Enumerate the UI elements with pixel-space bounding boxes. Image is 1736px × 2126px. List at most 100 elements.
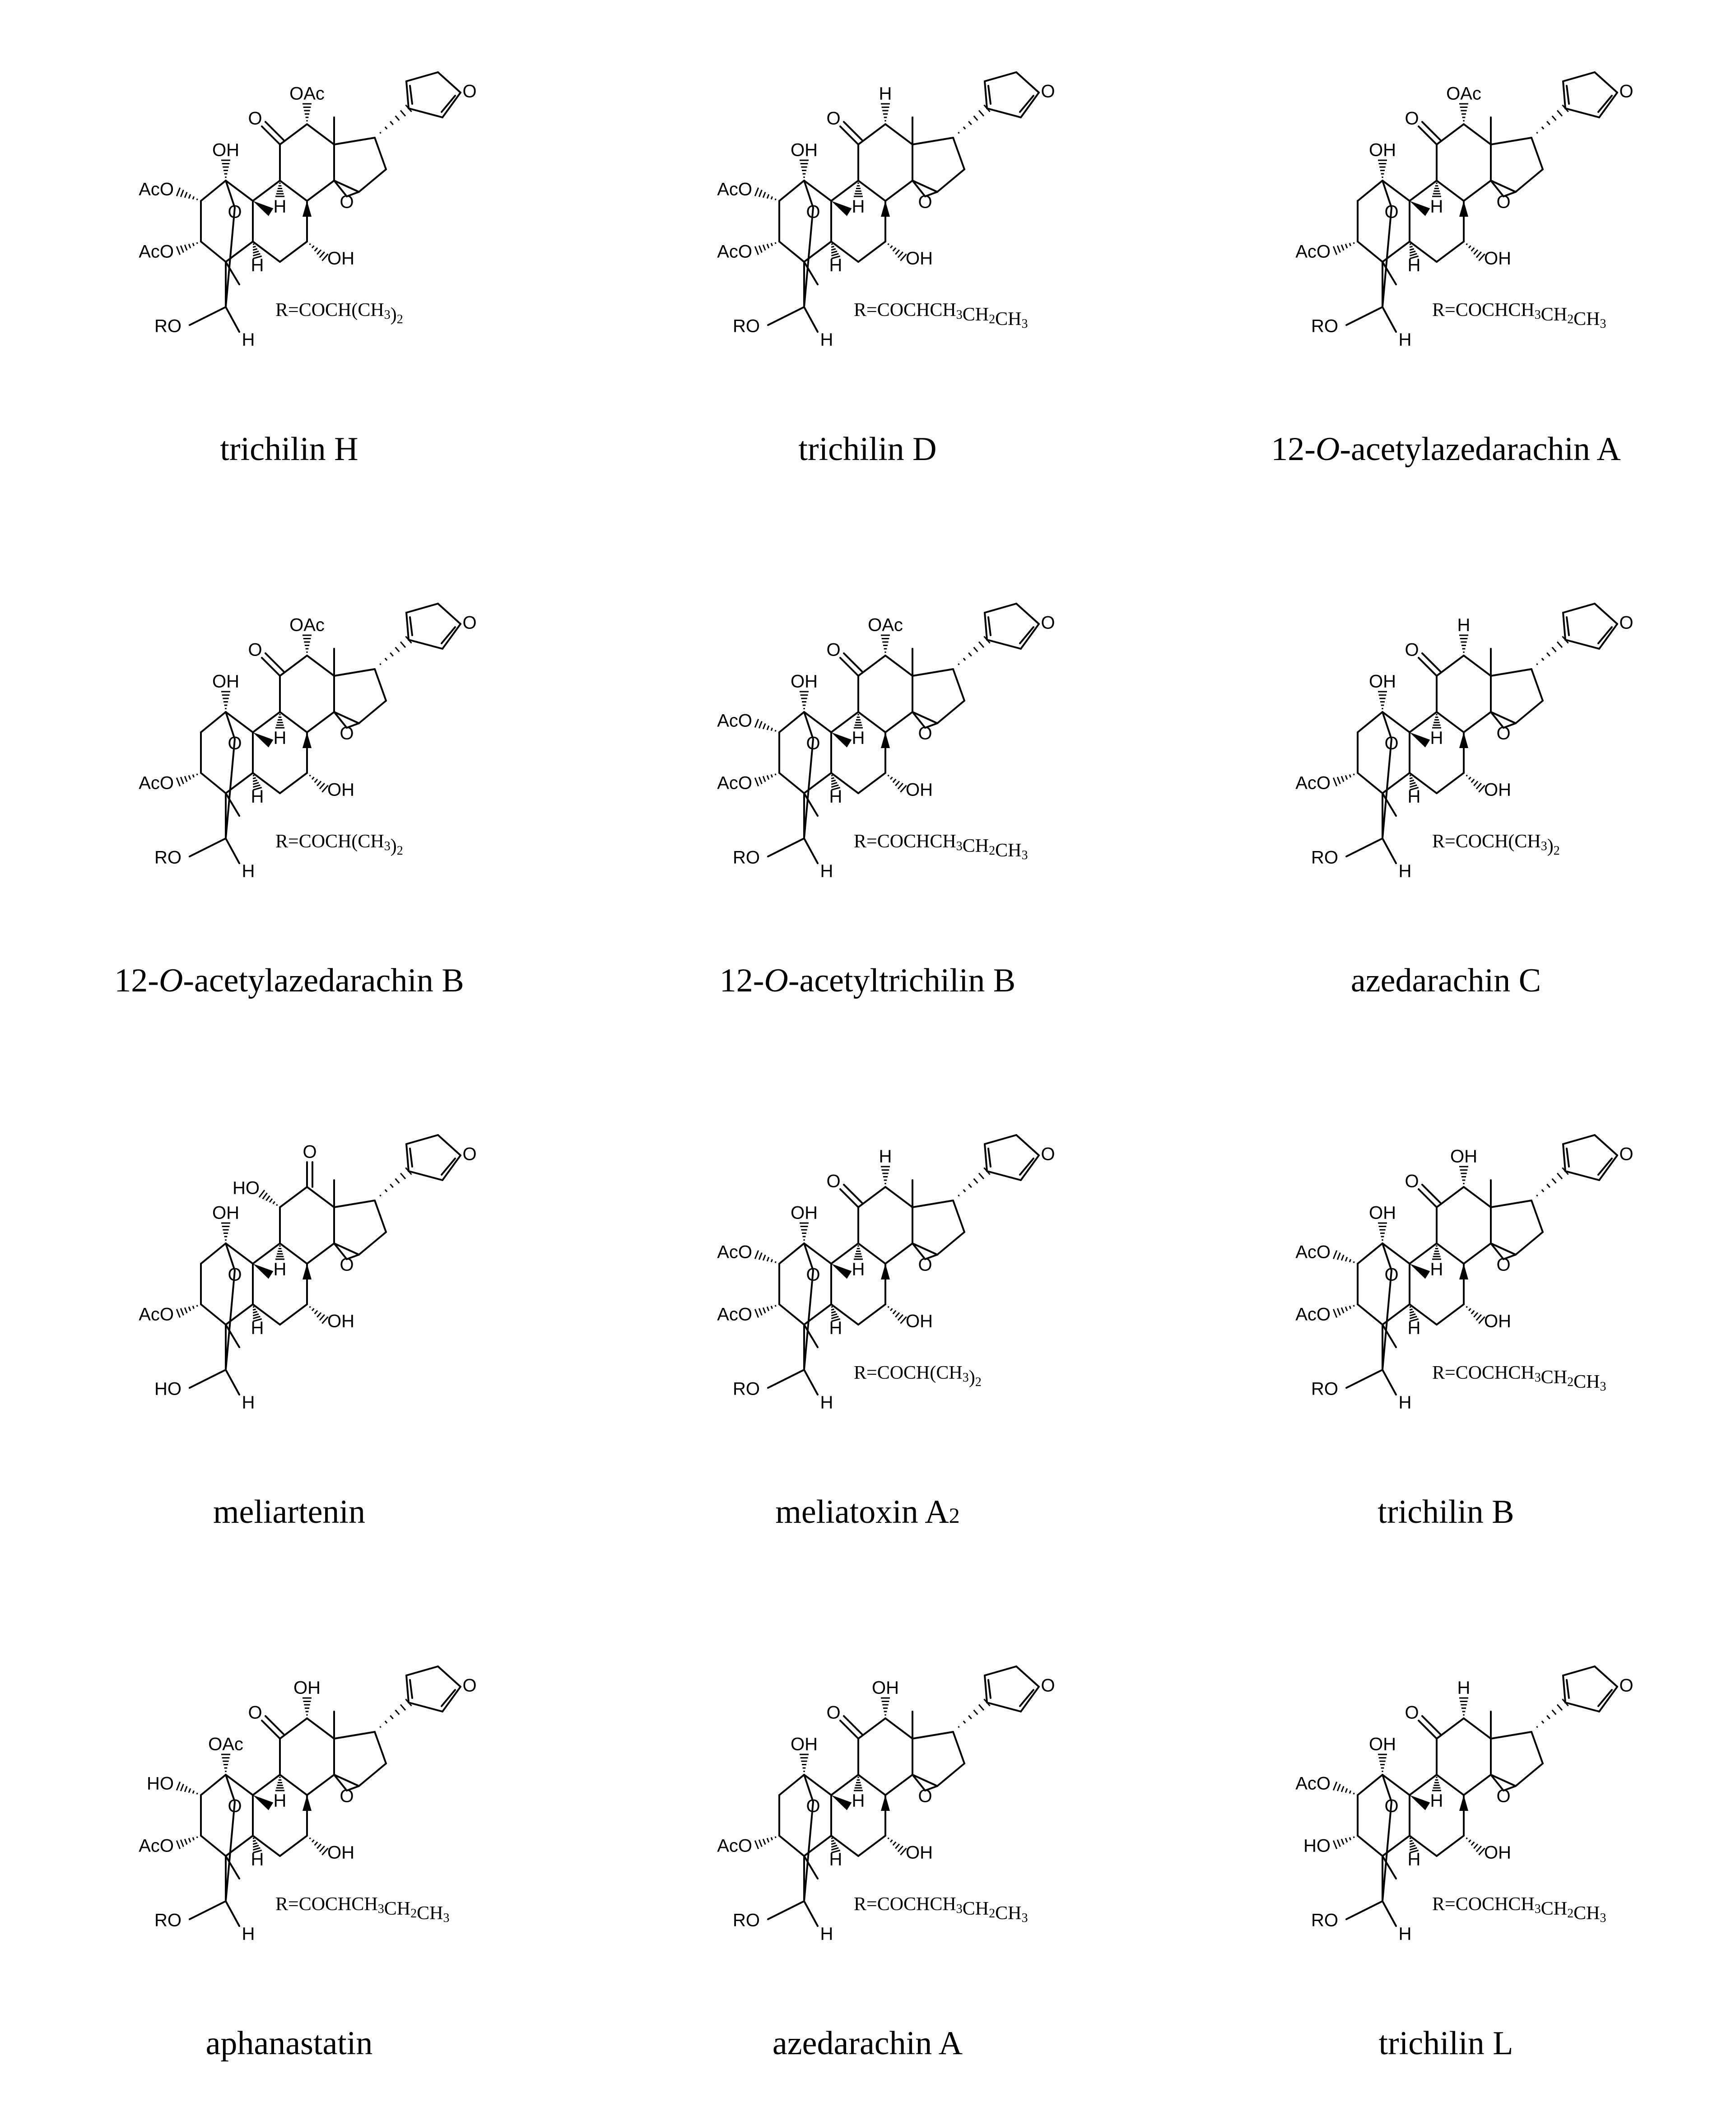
methyl-bond [803, 261, 819, 285]
bond [1409, 1835, 1438, 1857]
c12-hash-bond [881, 1697, 890, 1716]
bond [408, 1702, 443, 1712]
bond [1594, 603, 1618, 625]
bond [986, 107, 1022, 118]
c3-substituent-label: AcO [139, 1836, 174, 1856]
bond [912, 1731, 954, 1740]
h-label: H [251, 787, 264, 807]
bond [279, 180, 308, 202]
bond [830, 1303, 859, 1326]
bond [408, 1170, 443, 1181]
compound-name: azedarachin A [772, 2025, 963, 2062]
bond [1562, 1665, 1596, 1676]
bond [1409, 180, 1438, 202]
bond [857, 711, 886, 733]
bond [1357, 772, 1383, 794]
bond [778, 241, 805, 263]
bond [1436, 772, 1465, 794]
r-group-definition: R=COCH(CH3)2 [854, 1363, 982, 1390]
bond [1382, 711, 1410, 733]
c7-substituent-label: OH [1484, 1312, 1511, 1331]
h-label: H [1430, 1260, 1443, 1279]
c19-substituent-label: RO [733, 1911, 760, 1931]
bond [1382, 837, 1397, 864]
bond [912, 711, 938, 724]
bond [936, 1763, 965, 1787]
furan-attachment-bond [379, 636, 412, 665]
hydroxyl-hash-bond [1466, 1306, 1485, 1324]
bond [1436, 123, 1465, 145]
c19-bridge-wedge [1410, 732, 1430, 748]
methyl-bond [803, 1324, 819, 1348]
bond [1436, 1835, 1465, 1857]
bond [884, 655, 913, 677]
ether-bond [1382, 711, 1392, 740]
bond [1345, 1900, 1383, 1920]
bond [767, 837, 805, 857]
epoxide-oxygen-label: O [1496, 192, 1510, 212]
carbonyl-bond [265, 1715, 284, 1735]
bond [857, 1186, 886, 1208]
bond [252, 772, 281, 794]
bond [1594, 71, 1618, 93]
h-hash-bond [275, 182, 284, 197]
bond [306, 711, 335, 733]
bond [1531, 1200, 1544, 1233]
bond [405, 1675, 410, 1703]
epoxide-oxygen-label: O [340, 1786, 354, 1806]
c1-hash-bond [221, 1222, 230, 1241]
ether-bond [1382, 1801, 1392, 1902]
epoxide-oxygen-label: O [918, 1786, 932, 1806]
double-bond [1019, 626, 1034, 644]
ether-oxygen-label: O [228, 1796, 242, 1816]
bond [333, 711, 360, 724]
bond [252, 241, 281, 263]
bond [884, 123, 913, 145]
c11-carbonyl-label: O [248, 109, 262, 129]
bond [952, 668, 965, 702]
bond [1436, 180, 1465, 202]
c7-substituent-label: OH [906, 1312, 933, 1331]
bond [884, 1242, 913, 1265]
h-label: H [251, 1318, 264, 1338]
bond [1515, 1763, 1544, 1787]
bond [1598, 92, 1618, 118]
methyl-bond [1382, 261, 1397, 285]
ether-oxygen-label: O [806, 1265, 820, 1285]
compound-name: trichilin H [220, 431, 358, 468]
c1-substituent-label: OH [791, 140, 818, 160]
c3-hash-bond [176, 773, 198, 786]
c2-substituent-label: AcO [1295, 1774, 1331, 1794]
methyl-bond [803, 1855, 819, 1879]
c3-substituent-label: AcO [717, 1836, 752, 1856]
r-group-definition: R=COCHCH3CH2CH3 [1432, 1894, 1606, 1926]
c2-hash-bond [176, 1782, 198, 1795]
bond [1436, 1717, 1465, 1740]
c2-hash-bond [754, 719, 777, 732]
bond [857, 1717, 886, 1740]
bond [1436, 1186, 1465, 1208]
furan-oxygen-label: O [462, 82, 476, 102]
bond [830, 772, 859, 794]
bond [1598, 1154, 1618, 1181]
bond [1436, 711, 1465, 733]
compound-name: meliatoxin A2 [775, 1493, 960, 1531]
carbonyl-bond [261, 1720, 281, 1740]
bond [1531, 668, 1544, 702]
c1-hash-bond [800, 1754, 809, 1772]
h-hash-bond [831, 1837, 841, 1854]
double-bond [1597, 1689, 1613, 1707]
epoxide-bond [1503, 1785, 1517, 1791]
c1-hash-bond [221, 691, 230, 709]
carbonyl-bond [261, 657, 281, 677]
epoxide-bond [1490, 1774, 1504, 1791]
bond [1015, 1665, 1040, 1688]
bond [857, 241, 886, 263]
bond [1382, 1774, 1410, 1796]
furan-oxygen-label: O [462, 613, 476, 633]
c12-hash-bond [1459, 1166, 1468, 1184]
